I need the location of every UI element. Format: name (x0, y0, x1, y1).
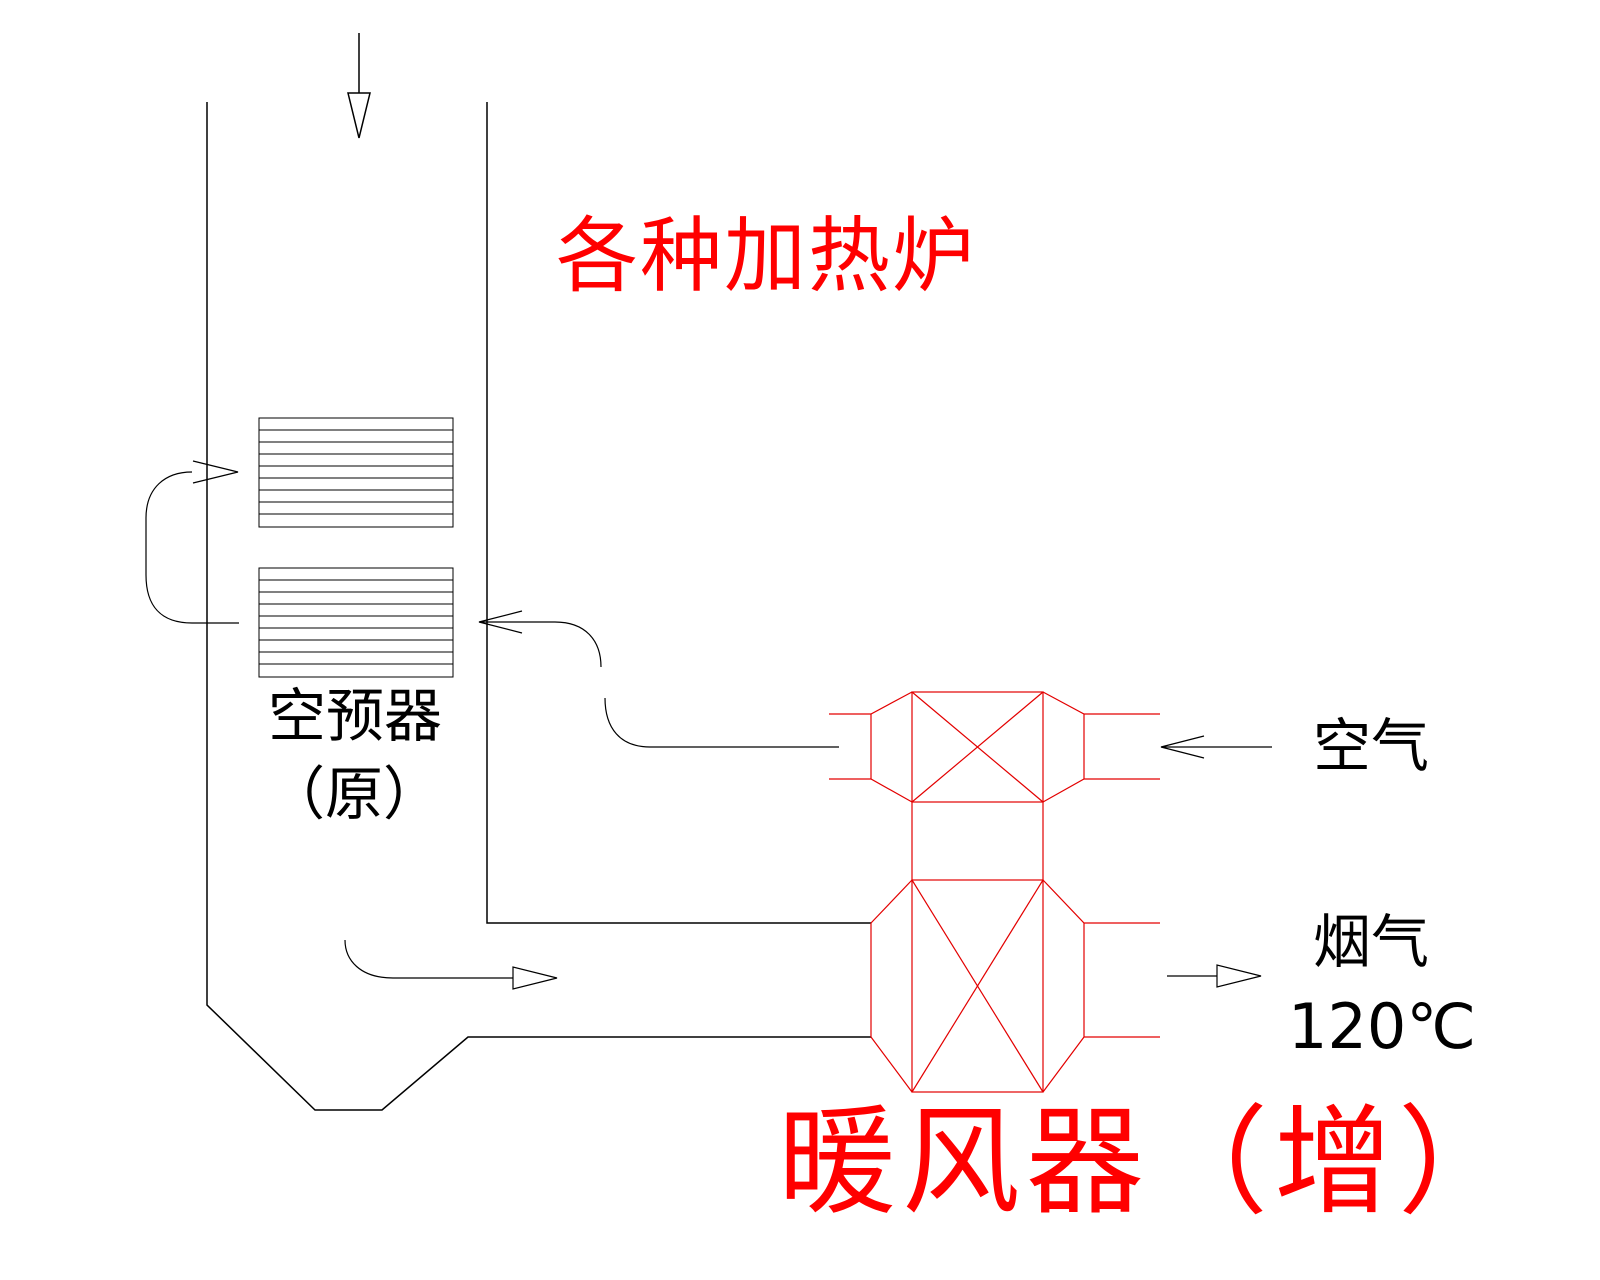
preheater-loop-arrow (145, 460, 239, 624)
air-heater-unit (829, 691, 1160, 1093)
preheater-lower-bank (258, 567, 454, 678)
hot-air-return-arrow (478, 610, 839, 748)
furnace-title: 各种加热炉 (556, 209, 977, 304)
preheater-label: 空预器 (268, 682, 443, 750)
flue-gas-flow-arrow (344, 939, 558, 990)
air-label: 空气 (1313, 712, 1430, 780)
flue-gas-outlet-arrow (1167, 964, 1262, 988)
air-inlet-arrow (1160, 735, 1272, 759)
flue-gas-temperature: 120℃ (1288, 990, 1476, 1063)
preheater-upper-bank (258, 417, 454, 528)
preheater-note: （原） (266, 760, 441, 828)
furnace-outline (206, 102, 871, 1111)
flue-gas-label: 烟气 (1313, 908, 1430, 976)
air-heater-title: 暖风器（增） (778, 1093, 1523, 1231)
top-inlet-arrow (347, 33, 371, 139)
